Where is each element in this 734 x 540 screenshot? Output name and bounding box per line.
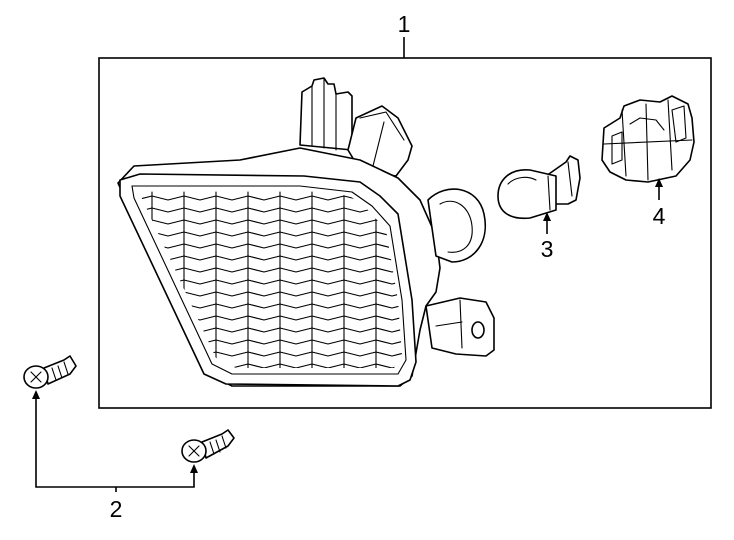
bulb[interactable] bbox=[497, 155, 581, 220]
screw-upper[interactable] bbox=[23, 355, 77, 389]
leader-arrow-3 bbox=[543, 212, 551, 234]
screw-lower[interactable] bbox=[181, 429, 235, 463]
callout-1[interactable]: 1 bbox=[398, 11, 411, 37]
leader-bracket-2 bbox=[32, 390, 198, 492]
assembly-frame bbox=[98, 57, 712, 409]
leader-arrow-4 bbox=[655, 178, 663, 200]
callout-2[interactable]: 2 bbox=[110, 496, 123, 522]
callout-4[interactable]: 4 bbox=[653, 203, 666, 229]
lamp-housing[interactable] bbox=[117, 77, 495, 387]
socket[interactable] bbox=[601, 95, 695, 183]
callout-3[interactable]: 3 bbox=[541, 236, 554, 262]
